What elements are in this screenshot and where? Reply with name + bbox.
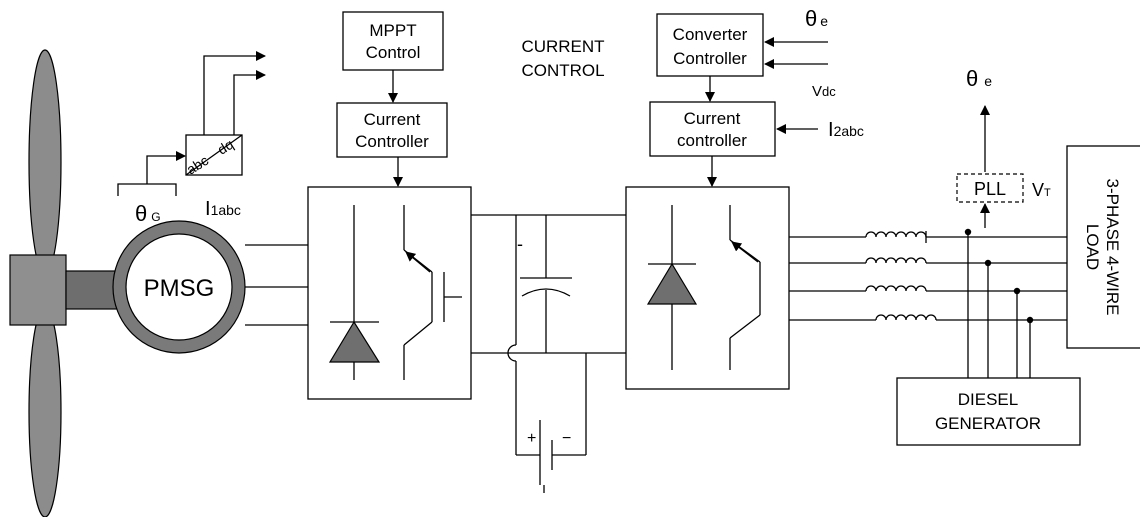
i1abc-label: I1abc (205, 198, 241, 220)
pll-label: PLL (974, 179, 1006, 199)
load-label-2: LOAD (1083, 224, 1102, 270)
mppt-label-1: MPPT (369, 21, 416, 40)
diesel-label-1: DIESEL (958, 390, 1018, 409)
diesel-generator-block: DIESEL GENERATOR (896, 377, 1081, 446)
inverter-diode (646, 262, 698, 305)
cc2-label-1: Current (684, 109, 741, 128)
current-control-label-1: CURRENT (521, 37, 604, 56)
rectifier-block (307, 186, 472, 400)
mppt-label-2: Control (366, 43, 421, 62)
turbine-blade-bottom (28, 306, 62, 517)
cc1-label-1: Current (364, 110, 421, 129)
abc-dq-transform: abc dq (184, 51, 266, 178)
turbine-hub (9, 254, 67, 326)
mppt-control-block: MPPT Control (342, 11, 444, 71)
pmsg-generator: PMSG (112, 220, 246, 354)
turbine-blade-top (28, 49, 62, 275)
cc1-label-2: Controller (355, 132, 429, 151)
pmsg-inner-circle (125, 233, 233, 341)
dc-link: - + − (471, 214, 626, 493)
vt-label: VT (1032, 180, 1051, 200)
inverter-output-lines (789, 231, 1067, 321)
inverter-block (625, 186, 790, 390)
conv-label-2: Controller (673, 49, 747, 68)
turbine-shaft (65, 270, 119, 310)
vdc-label: Vdc (812, 83, 836, 100)
pmsg-output-lines (245, 244, 308, 326)
rectifier-diode (328, 320, 381, 363)
i2abc-label: I2abc (828, 119, 864, 141)
pmsg-label: PMSG (144, 275, 215, 302)
current-controller-2: Current controller (649, 101, 776, 157)
inductor-4 (875, 314, 937, 321)
inductor-1 (865, 231, 927, 238)
three-phase-load: 3-PHASE 4-WIRE LOAD (1066, 145, 1140, 349)
inductor-2 (865, 257, 927, 264)
battery-plus: + (527, 430, 536, 447)
wind-turbine (9, 49, 119, 517)
conv-label-1: Converter (673, 25, 748, 44)
generator-connections (964, 228, 1034, 378)
current-controller-1: Current Controller (336, 102, 448, 158)
cc2-label-2: controller (677, 131, 747, 150)
load-label-1: 3-PHASE 4-WIRE (1103, 179, 1122, 316)
diesel-label-2: GENERATOR (935, 414, 1041, 433)
dq-label: dq (215, 136, 237, 158)
battery-minus: − (562, 430, 571, 447)
current-control-label-2: CONTROL (521, 61, 604, 80)
inductor-3 (865, 285, 927, 292)
converter-controller-block: Converter Controller (656, 13, 764, 77)
capacitor-minus: - (517, 234, 523, 254)
